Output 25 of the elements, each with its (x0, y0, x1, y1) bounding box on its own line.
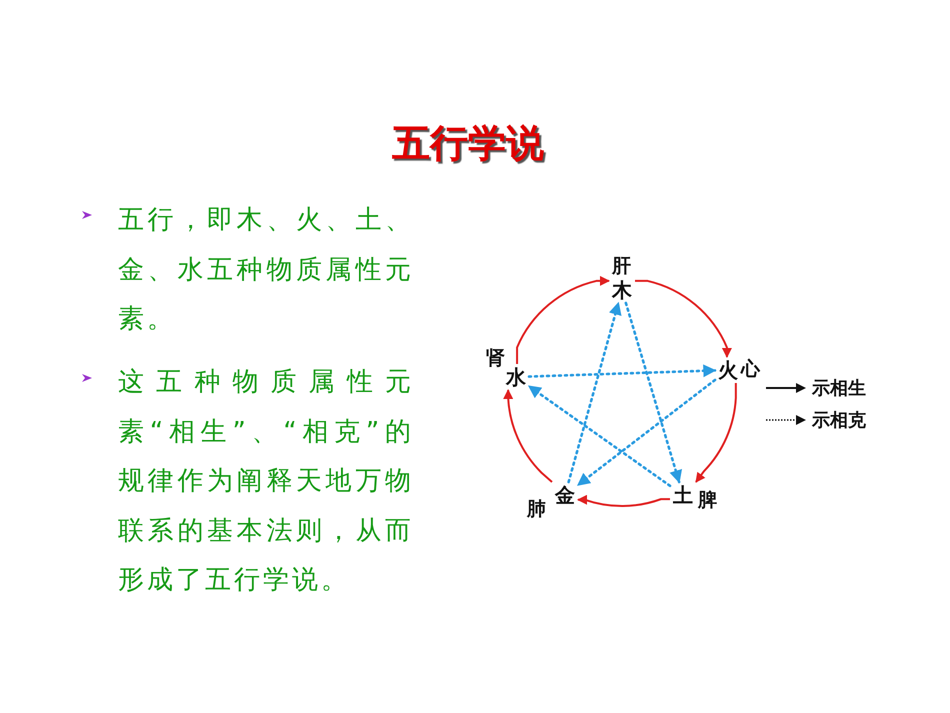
arrow (516, 276, 610, 364)
element-label: 火 (715, 357, 741, 383)
organ-label: 心 (741, 357, 760, 382)
arrow (577, 494, 670, 507)
arrow (695, 383, 737, 483)
dotted-arrow (624, 302, 682, 484)
legend-label: 示相克 (812, 409, 866, 432)
element-label: 土 (670, 482, 696, 508)
organ-label: 肝 (612, 254, 631, 279)
element-label: 水 (503, 364, 529, 390)
organ-label: 脾 (698, 488, 717, 513)
element-label: 木 (609, 277, 635, 303)
dotted-arrow (528, 384, 672, 488)
bullet-paragraph: 五行，即木、火、土、金、水五种物质属性元素。 (118, 204, 414, 336)
arrow (503, 389, 553, 483)
dotted-arrow (528, 364, 716, 378)
bullet-paragraph: 这五种物质属性元素“相生”、“相克”的规律作为阐释天地万物联系的基本法则，从而形成了五行学说。 (118, 366, 414, 597)
element-label: 金 (552, 482, 578, 508)
arrow (635, 280, 732, 358)
title: 五行学说 (391, 120, 545, 167)
organ-label: 肺 (527, 497, 546, 522)
legend-label: 示相生 (812, 377, 866, 400)
organ-label: 肾 (486, 346, 505, 371)
dotted-arrow (576, 378, 716, 486)
dotted-arrow (567, 302, 622, 484)
